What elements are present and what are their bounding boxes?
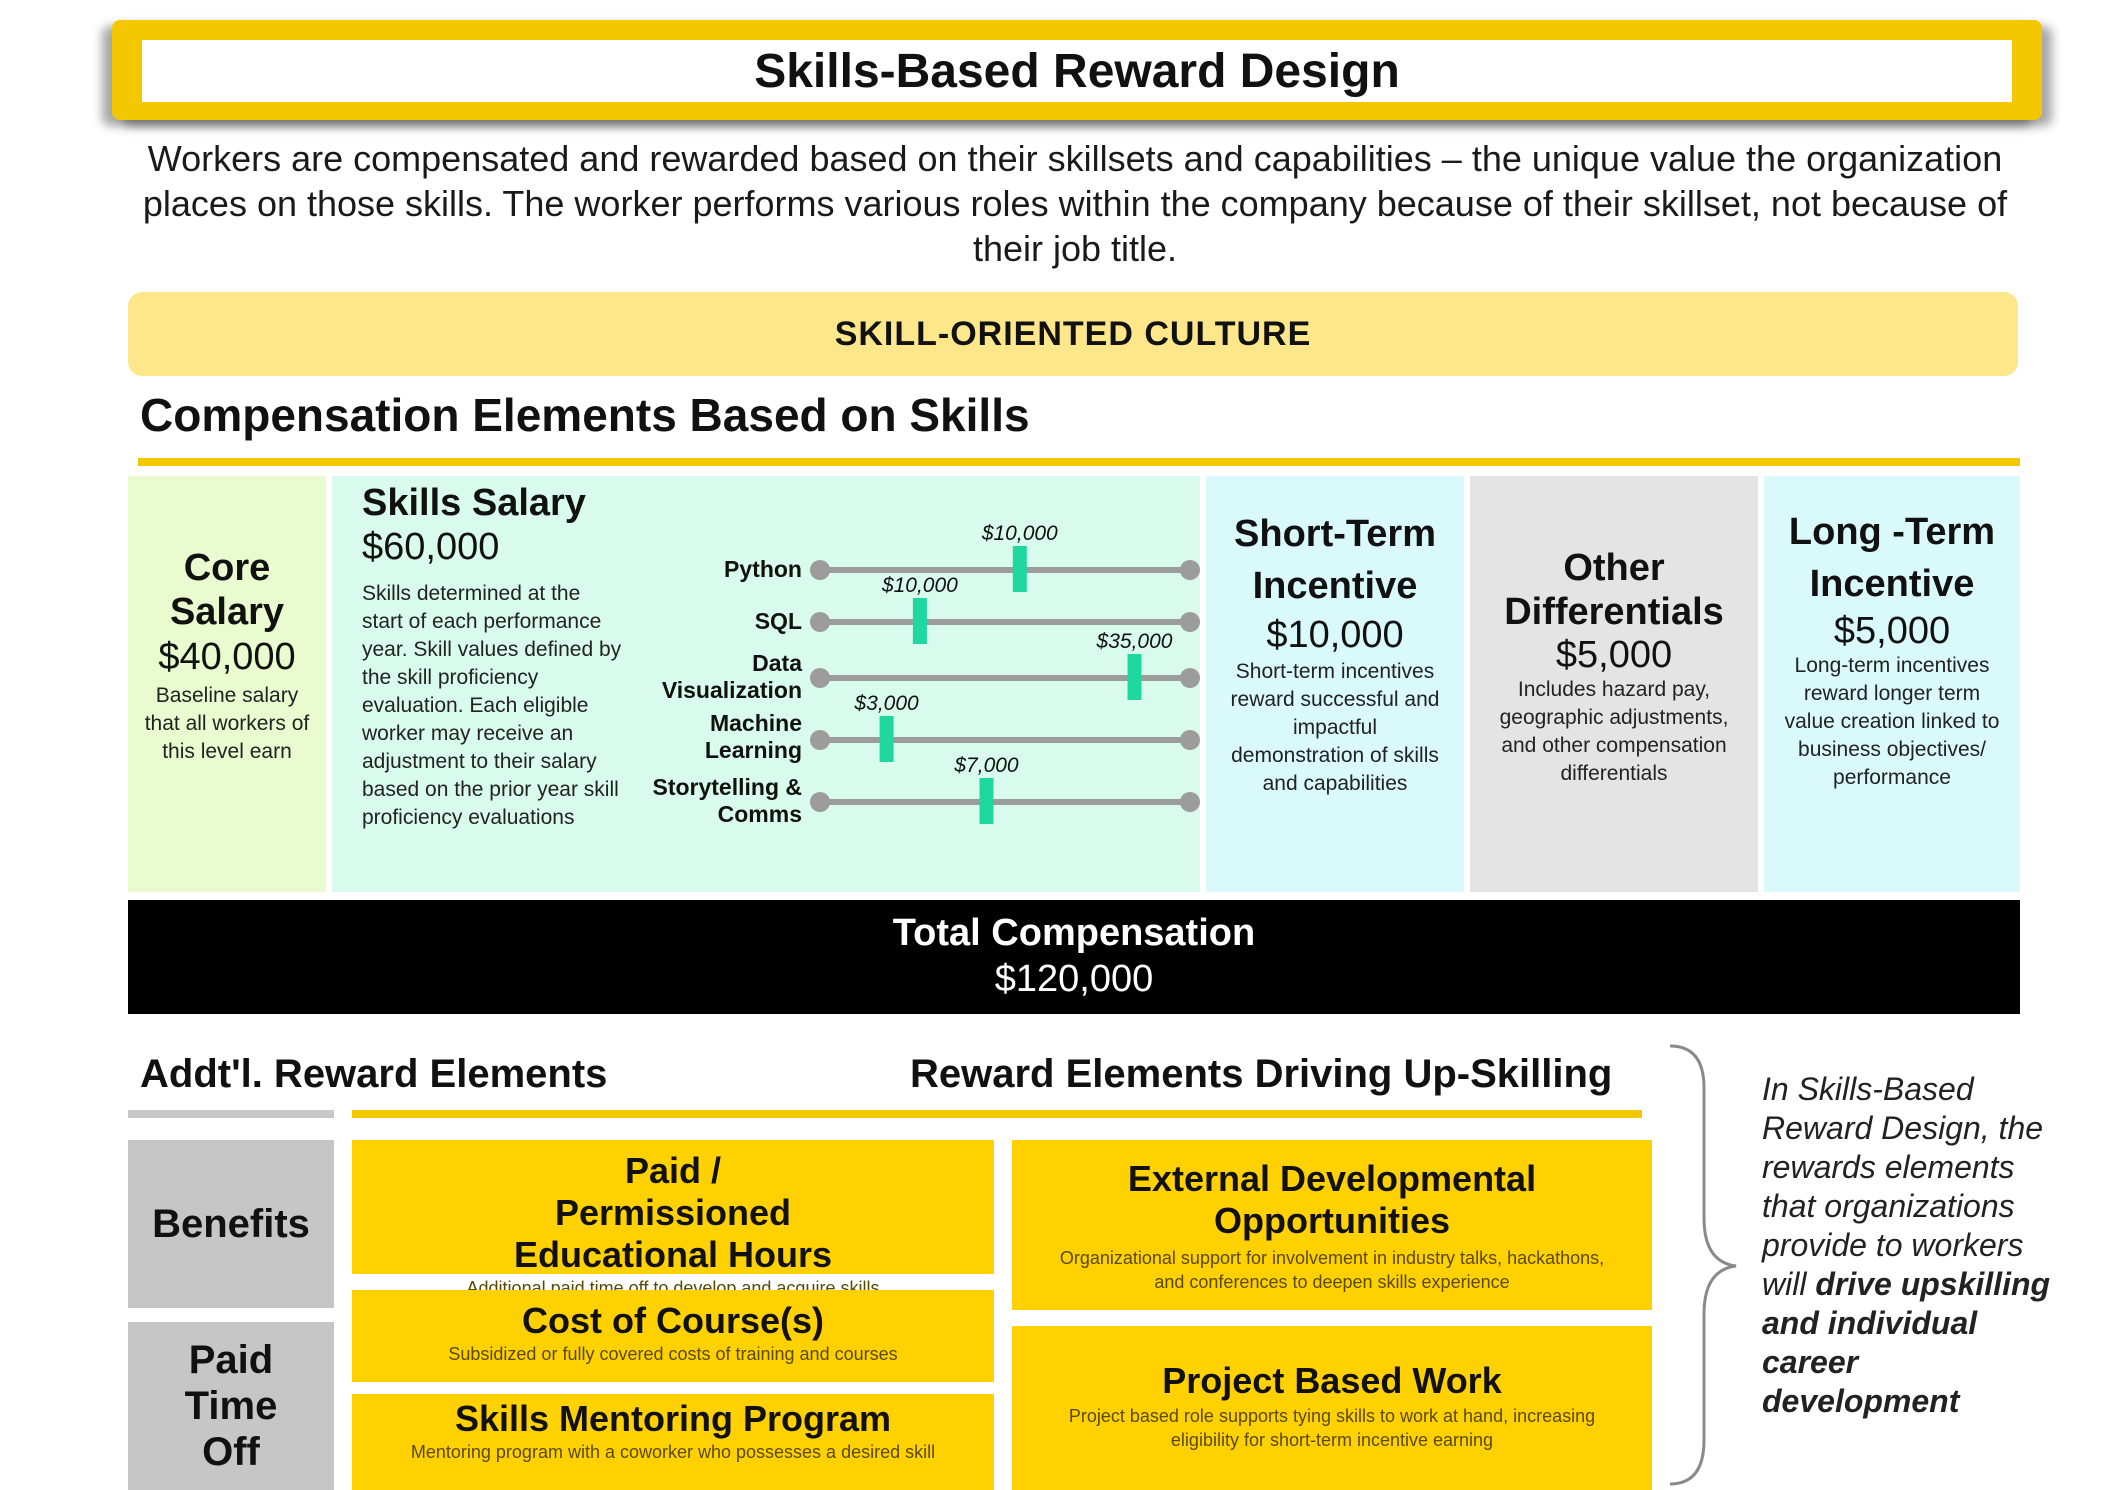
slider-marker: [979, 778, 994, 824]
side-note-emphasis: drive upskilling and individual career d…: [1762, 1266, 2051, 1419]
skill-label-machine-learning: Machine Learning: [704, 710, 802, 763]
reward-box-external-opportunities: External Developmental Opportunities Org…: [1012, 1140, 1652, 1310]
reward-description: Organizational support for involvement i…: [1059, 1248, 1605, 1292]
slider-endpoint: [810, 560, 830, 580]
additional-rewards-rule: [128, 1110, 334, 1118]
long-term-description: Long-term incentives reward longer term …: [1784, 654, 2000, 789]
reward-box-mentoring: Skills Mentoring Program Mentoring progr…: [352, 1394, 994, 1490]
slider-value-label: $3,000: [853, 692, 919, 715]
slider-endpoint: [1180, 792, 1200, 812]
slider-endpoint: [810, 730, 830, 750]
slider-value-label: $35,000: [1096, 630, 1173, 653]
intro-text: Workers are compensated and rewarded bas…: [142, 138, 2008, 269]
skill-label-data-visualization: Data Visualization: [661, 650, 802, 703]
slider-marker: [1127, 654, 1142, 700]
short-term-description: Short-term incentives reward successful …: [1230, 660, 1440, 795]
slider-endpoint: [810, 668, 830, 688]
curly-brace: [1669, 1044, 1737, 1486]
benefits-category: Benefits: [128, 1140, 334, 1308]
skill-label-storytelling: Storytelling & Comms: [652, 774, 802, 827]
slider-endpoint: [1180, 612, 1200, 632]
other-differentials-description: Includes hazard pay, geographic adjustme…: [1499, 678, 1729, 785]
skill-sliders: $10,000 $10,000 $35,000 $3,000 $7,000: [810, 522, 1200, 824]
slider-endpoint: [1180, 560, 1200, 580]
reward-title: Skills Mentoring Program: [454, 1398, 892, 1439]
culture-banner: SKILL-ORIENTED CULTURE: [128, 292, 2018, 376]
reward-description: Mentoring program with a coworker who po…: [410, 1442, 936, 1462]
upskilling-rewards-rule: [352, 1110, 1642, 1118]
slider-endpoint: [1180, 668, 1200, 688]
other-differentials-panel: Other Differentials $5,000 Includes haza…: [1470, 476, 1758, 892]
compensation-heading: Compensation Elements Based on Skills: [140, 389, 1030, 441]
reward-box-course-cost: Cost of Course(s) Subsidized or fully co…: [352, 1290, 994, 1382]
long-term-amount: $5,000: [1833, 610, 1951, 652]
core-salary-title: Core Salary: [169, 547, 285, 633]
slider-value-label: $7,000: [953, 754, 1019, 777]
paid-time-off-category: Paid Time Off: [128, 1322, 334, 1490]
upskilling-rewards-heading: Reward Elements Driving Up-Skilling: [910, 1052, 1613, 1096]
slider-value-label: $10,000: [981, 522, 1058, 545]
additional-rewards-heading: Addt'l. Reward Elements: [140, 1052, 608, 1096]
side-note: In Skills-Based Reward Design, the rewar…: [1762, 1070, 2062, 1421]
reward-title: Paid / Permissioned Educational Hours: [513, 1150, 833, 1275]
side-note-lead: In Skills-Based Reward Design, the rewar…: [1762, 1071, 2044, 1302]
reward-title: Cost of Course(s): [521, 1300, 824, 1341]
long-term-title: Long -Term Incentive: [1788, 511, 1996, 605]
skills-salary-amount: $60,000: [362, 526, 500, 568]
core-salary-panel: Core Salary $40,000 Baseline salary that…: [128, 476, 326, 892]
core-salary-description: Baseline salary that all workers of this…: [144, 684, 310, 763]
slider-marker: [879, 716, 894, 762]
other-differentials-amount: $5,000: [1555, 634, 1673, 676]
skill-label-sql: SQL: [754, 608, 802, 634]
reward-description: Project based role supports tying skills…: [1068, 1406, 1596, 1450]
slider-marker: [1012, 546, 1027, 592]
compensation-rule: [138, 458, 2020, 466]
page-title: Skills-Based Reward Design: [142, 40, 2012, 102]
slider-marker: [912, 598, 927, 644]
reward-box-educational-hours: Paid / Permissioned Educational Hours Ad…: [352, 1140, 994, 1298]
short-term-title: Short-Term Incentive: [1234, 513, 1436, 607]
other-differentials-title: Other Differentials: [1504, 547, 1724, 633]
short-term-incentive-panel: Short-Term Incentive $10,000 Short-term …: [1206, 476, 1464, 892]
short-term-amount: $10,000: [1266, 614, 1404, 656]
skill-labels: Python SQL Data Visualization Machine Le…: [632, 476, 802, 892]
core-salary-amount: $40,000: [158, 636, 296, 678]
total-compensation-bar: Total Compensation $120,000: [128, 900, 2020, 1014]
reward-box-project-work: Project Based Work Project based role su…: [1012, 1326, 1652, 1490]
total-compensation-label: Total Compensation: [892, 912, 1256, 954]
skills-salary-description: Skills determined at the start of each p…: [362, 582, 622, 829]
slider-endpoint: [810, 792, 830, 812]
reward-title: External Developmental Opportunities: [1127, 1158, 1537, 1241]
slider-endpoint: [1180, 730, 1200, 750]
skills-salary-title: Skills Salary: [362, 482, 586, 524]
skills-salary-panel: Skills Salary $60,000 Skills determined …: [332, 476, 1200, 892]
skill-label-python: Python: [724, 556, 802, 582]
total-compensation-amount: $120,000: [994, 958, 1154, 1000]
slider-endpoint: [810, 612, 830, 632]
reward-title: Project Based Work: [1162, 1360, 1502, 1401]
slider-value-label: $10,000: [881, 574, 958, 597]
reward-description: Subsidized or fully covered costs of tra…: [448, 1344, 898, 1364]
long-term-incentive-panel: Long -Term Incentive $5,000 Long-term in…: [1764, 476, 2020, 892]
